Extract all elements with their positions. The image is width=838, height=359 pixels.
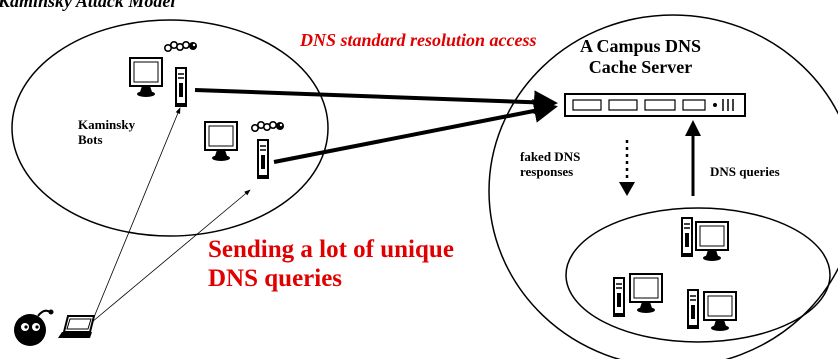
faked-responses-arrowhead — [619, 182, 635, 196]
bot1-to-server-arrow — [194, 88, 558, 115]
campus-host2-tower-icon — [612, 277, 626, 318]
bots-label-line2: Bots — [78, 131, 103, 147]
campus-host1-desktop-icon — [695, 221, 729, 262]
attacker-to-bot1-line — [91, 107, 181, 323]
campus-host1-tower-icon — [680, 217, 694, 258]
bots-label-line1: Kaminsky — [78, 117, 136, 132]
bot1-desktop-icon — [129, 57, 163, 98]
bots-network-ellipse — [11, 19, 329, 237]
campus-hosts-ellipse — [565, 207, 831, 343]
faked-responses-label: faked DNS responses — [520, 149, 581, 180]
bot2-worm-icon — [251, 121, 285, 132]
faked-label-line1: faked DNS — [520, 149, 581, 164]
server-name-label: A Campus DNS Cache Server — [580, 36, 701, 77]
page-title: Kaminsky Attack Model — [0, 0, 176, 11]
campus-host3-desktop-icon — [703, 291, 737, 332]
bot2-to-server-arrow — [273, 99, 558, 164]
laptop-icon — [58, 315, 96, 338]
sending-line2: DNS queries — [208, 264, 343, 292]
server-name-line1: A Campus DNS — [580, 36, 702, 56]
sending-queries-label: Sending a lot of unique DNS queries — [208, 236, 454, 294]
campus-host2-desktop-icon — [629, 273, 663, 314]
bot1-tower-icon — [174, 67, 188, 108]
dns-queries-arrowhead — [685, 120, 701, 136]
sending-line1: Sending a lot of unique — [208, 236, 454, 263]
resolution-access-text: DNS standard resolution access — [300, 30, 537, 50]
bot1-worm-icon — [164, 40, 198, 53]
bot2-desktop-icon — [204, 121, 238, 162]
resolution-access-label: DNS standard resolution access — [300, 30, 550, 51]
bomb-attacker-icon — [14, 309, 54, 346]
campus-host3-tower-icon — [686, 289, 700, 330]
bot2-tower-icon — [256, 139, 270, 180]
rack-server-icon — [564, 93, 746, 117]
server-name-line2: Cache Server — [588, 56, 693, 77]
faked-label-line2: responses — [520, 163, 574, 179]
attacker-to-bot2-line — [91, 189, 251, 323]
bots-label: Kaminsky Bots — [78, 117, 136, 148]
campus-network-ellipse — [488, 14, 838, 359]
dns-queries-label: DNS queries — [710, 164, 780, 179]
